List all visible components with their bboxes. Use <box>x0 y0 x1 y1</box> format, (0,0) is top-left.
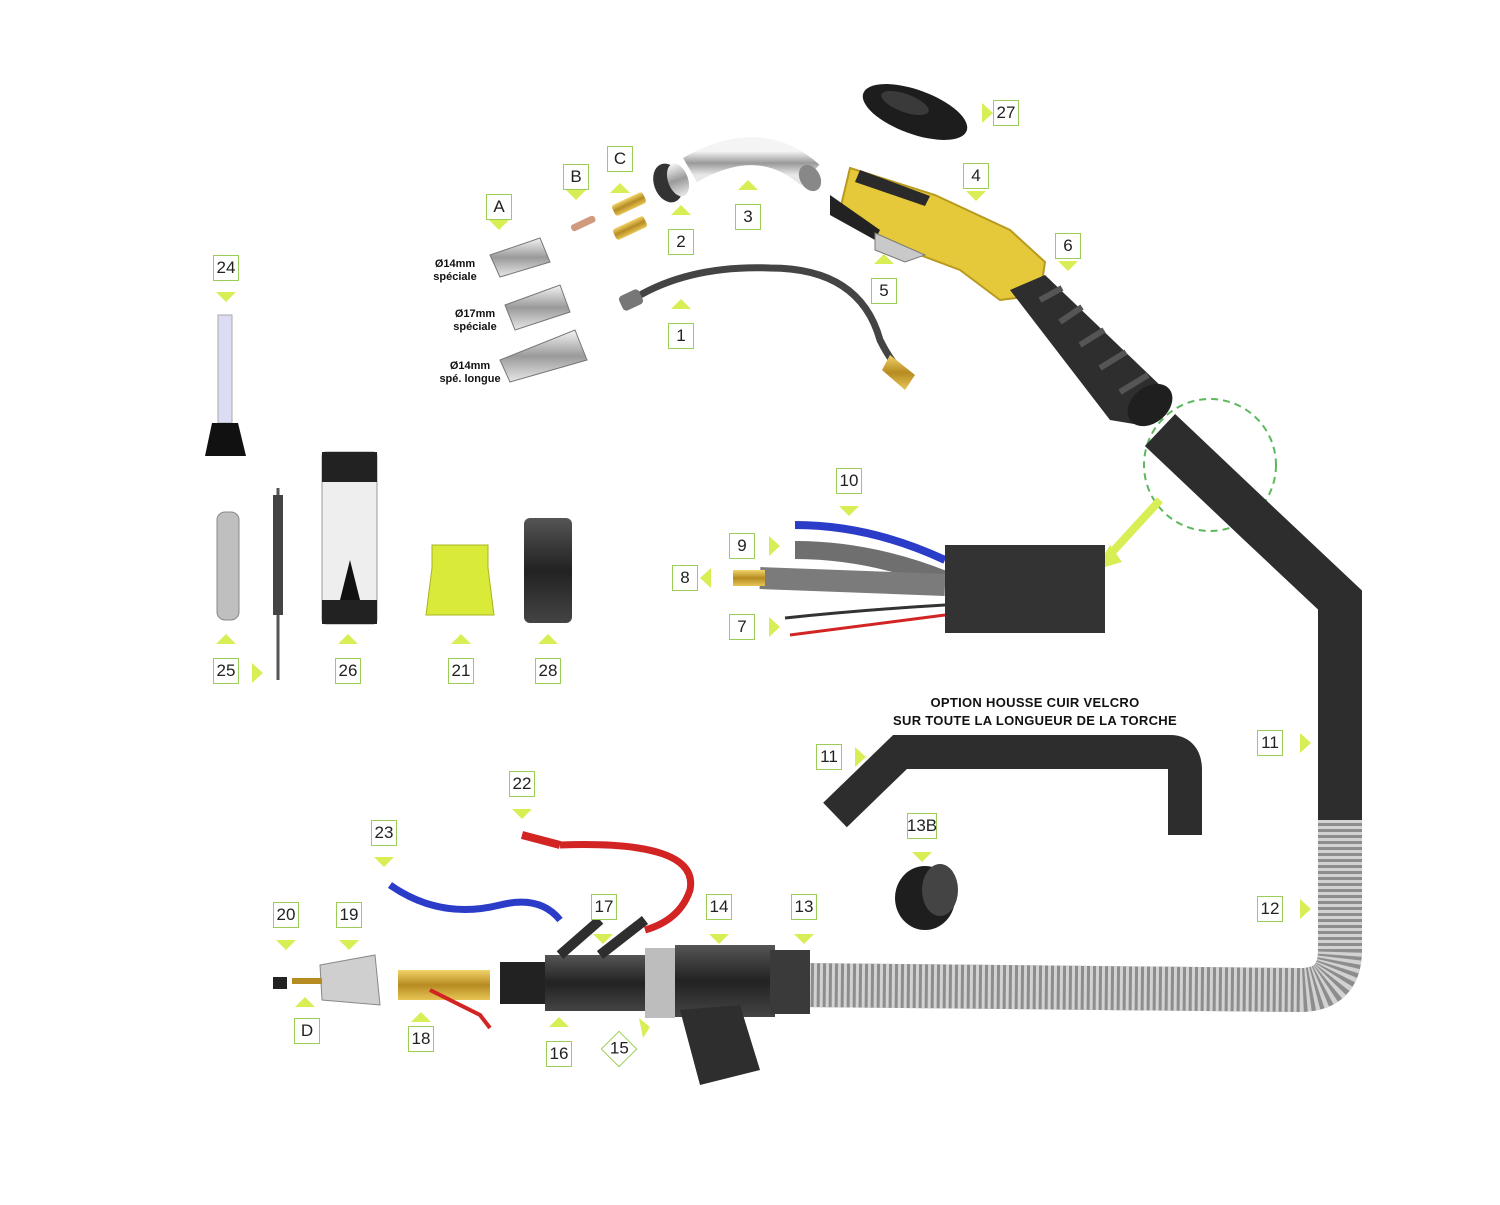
label-19: 19 <box>336 902 362 928</box>
label-13B: 13B <box>907 813 937 839</box>
label-18: 18 <box>408 1026 434 1052</box>
label-21: 21 <box>448 658 474 684</box>
label-5: 5 <box>871 278 897 304</box>
label-1: 1 <box>668 323 694 349</box>
option-leather-sleeve <box>823 735 1202 835</box>
label-A: A <box>486 194 512 220</box>
part-4-handle <box>830 166 1047 302</box>
label-23: 23 <box>371 820 397 846</box>
part-1-liner <box>618 264 915 390</box>
part-3-swan-neck <box>683 137 822 192</box>
label-24: 24 <box>213 255 239 281</box>
option-caption: OPTION HOUSSE CUIR VELCRO SUR TOUTE LA L… <box>893 695 1177 728</box>
part-13-20-rear-connector <box>273 916 810 1085</box>
label-20: 20 <box>273 902 299 928</box>
label-27: 27 <box>993 100 1019 126</box>
label-7: 7 <box>729 614 755 640</box>
label-11-option: 11 <box>816 744 842 770</box>
label-B: B <box>563 164 589 190</box>
label-12: 12 <box>1257 896 1283 922</box>
part-26-canister <box>321 451 378 625</box>
callout-arrow <box>1102 497 1163 563</box>
part-27-handle-cap <box>862 84 968 140</box>
part-13B-ring <box>895 864 958 930</box>
label-22: 22 <box>509 771 535 797</box>
label-D: D <box>294 1018 320 1044</box>
part-28-cap-black <box>524 518 572 623</box>
label-8: 8 <box>672 565 698 591</box>
label-14: 14 <box>706 894 732 920</box>
part-22-23-hoses <box>387 831 695 1030</box>
pointer-arrows <box>216 103 1311 1038</box>
label-C: C <box>607 146 633 172</box>
label-26: 26 <box>335 658 361 684</box>
part-7-10-cable-detail <box>733 521 1105 637</box>
part-11-main-cable <box>1144 414 1362 830</box>
part-24-gauge <box>205 314 246 456</box>
label-9: 9 <box>729 533 755 559</box>
label-16: 16 <box>546 1041 572 1067</box>
part-25-key-brush <box>216 488 283 680</box>
label-11-main: 11 <box>1257 730 1283 756</box>
detail-callout-circle <box>1143 398 1277 532</box>
part-12-corrugated-hose <box>799 820 1362 1013</box>
part-2-insulator <box>653 163 690 203</box>
label-6: 6 <box>1055 233 1081 259</box>
part-21-cap-yellow <box>425 544 495 616</box>
label-28: 28 <box>535 658 561 684</box>
label-13: 13 <box>791 894 817 920</box>
part-C-tip-holders <box>612 192 647 240</box>
part-6-rubber-grip <box>1010 275 1173 427</box>
label-25: 25 <box>213 658 239 684</box>
label-4: 4 <box>963 163 989 189</box>
part-A-nozzles <box>489 237 588 383</box>
label-10: 10 <box>836 468 862 494</box>
label-2: 2 <box>668 229 694 255</box>
label-3: 3 <box>735 204 761 230</box>
label-17: 17 <box>591 894 617 920</box>
part-B-contact-tip <box>570 215 596 232</box>
